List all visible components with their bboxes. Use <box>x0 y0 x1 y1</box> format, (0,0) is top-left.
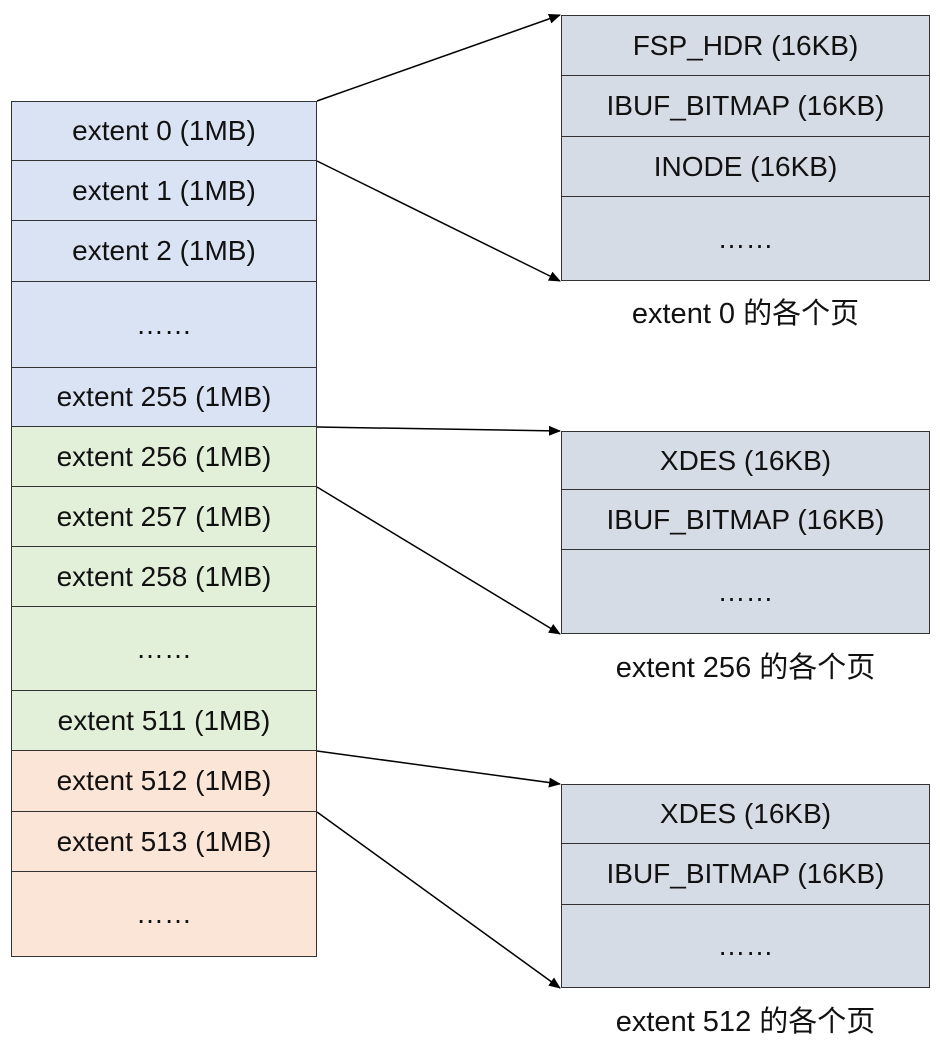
page-cell: XDES (16KB) <box>561 784 930 844</box>
connector-arrow-top <box>316 750 561 788</box>
page-cell: …… <box>561 197 930 281</box>
connector-arrow-top <box>316 13 561 102</box>
extent-cell: extent 1 (1MB) <box>11 161 317 221</box>
page-cell: INODE (16KB) <box>561 137 930 197</box>
connector-arrow-bottom <box>316 160 561 282</box>
extent-cell: extent 256 (1MB) <box>11 427 317 487</box>
connector-arrow-top <box>316 425 561 436</box>
page-cell: XDES (16KB) <box>561 431 930 490</box>
page-group-caption: extent 0 的各个页 <box>631 298 860 330</box>
page-cell: IBUF_BITMAP (16KB) <box>561 844 930 905</box>
extent-cell: extent 512 (1MB) <box>11 751 317 812</box>
extent-cell: extent 0 (1MB) <box>11 101 317 161</box>
extent-cell: …… <box>11 607 317 691</box>
page-group-caption: extent 512 的各个页 <box>615 1006 876 1038</box>
extent-cell: extent 258 (1MB) <box>11 547 317 607</box>
extent-cell: extent 511 (1MB) <box>11 691 317 751</box>
page-cell: …… <box>561 550 930 634</box>
page-cell: …… <box>561 905 930 988</box>
extent-cell: extent 2 (1MB) <box>11 221 317 282</box>
connector-arrow-bottom <box>316 486 561 635</box>
extent-cell: …… <box>11 282 317 368</box>
page-group-caption: extent 256 的各个页 <box>615 652 876 684</box>
extent-cell: extent 257 (1MB) <box>11 487 317 547</box>
connector-arrow-bottom <box>316 811 561 989</box>
page-cell: IBUF_BITMAP (16KB) <box>561 490 930 550</box>
extent-cell: …… <box>11 872 317 957</box>
page-cell: IBUF_BITMAP (16KB) <box>561 76 930 137</box>
extent-cell: extent 513 (1MB) <box>11 812 317 872</box>
extent-cell: extent 255 (1MB) <box>11 368 317 427</box>
page-cell: FSP_HDR (16KB) <box>561 15 930 76</box>
